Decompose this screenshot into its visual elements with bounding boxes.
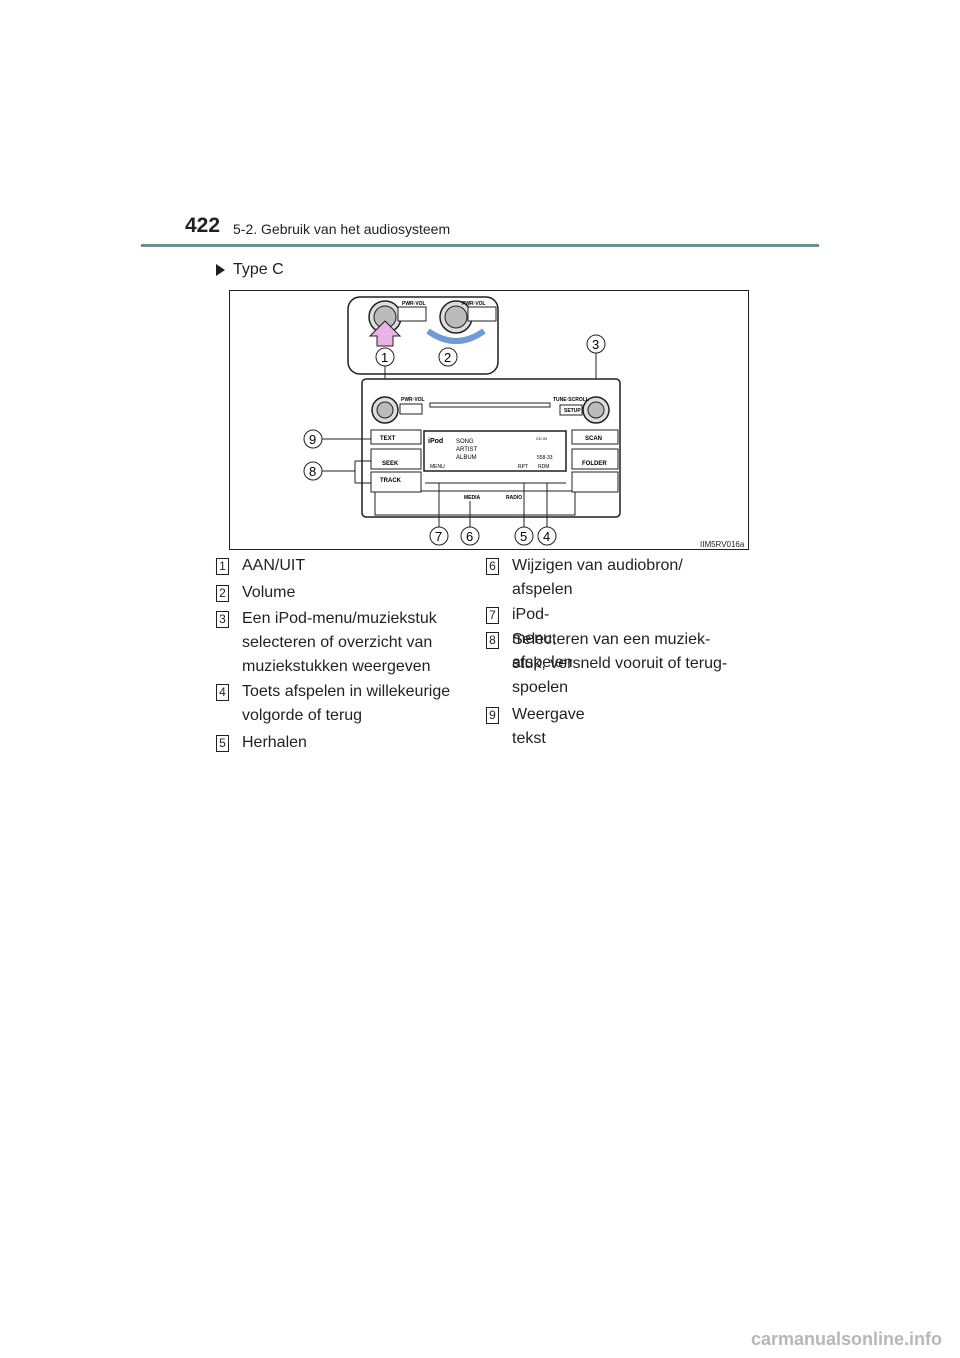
screen-rpt-label: RPT <box>518 464 528 470</box>
legend-text: iPod-menu, afspelen <box>512 606 573 671</box>
legend-number: 2 <box>216 585 229 602</box>
legend-number: 4 <box>216 684 229 701</box>
callout-3: 3 <box>592 337 599 352</box>
legend-text: Volume <box>242 584 296 601</box>
legend-number: 5 <box>216 735 229 752</box>
legend-number: 3 <box>216 611 229 628</box>
legend-text: AAN/UIT <box>242 557 306 574</box>
legend-number: 1 <box>216 558 229 575</box>
rotate-arrow-icon <box>426 328 486 344</box>
page-number: 422 <box>185 214 221 237</box>
press-arrow-icon <box>368 320 402 347</box>
media-button-label: MEDIA <box>464 495 481 501</box>
triangle-bullet-icon <box>216 264 225 276</box>
subheading: Type C <box>216 261 284 279</box>
legend-text: Een iPod-menu/muziekstuk <box>242 610 437 627</box>
seek-button-label: SEEK <box>382 461 399 467</box>
legend-text: volgorde of terug <box>242 707 363 724</box>
screen-cd-in-label: CD IN <box>536 436 547 441</box>
legend-item-3: 3 Een iPod-menu/muziekstuk selecteren of… <box>216 607 476 679</box>
screen-menu-label: MENU <box>430 464 445 470</box>
legend-item-6: 6 Wijzigen van audiobron/ afspelen <box>486 554 746 602</box>
screen-artist-label: ARTIST <box>456 447 478 453</box>
folder-button-label: FOLDER <box>582 461 607 467</box>
legend-text: Selecteren van een muziek- <box>512 631 711 648</box>
legend-number: 7 <box>486 607 499 624</box>
audio-unit-figure: PWR·VOL PWR·VOL 1 2 3 PWR·VOL TUNE·SCROL… <box>229 290 749 550</box>
pwr-vol-label: PWR·VOL <box>401 397 425 403</box>
legend-text: muziekstukken weergeven <box>242 658 431 675</box>
header-rule <box>141 244 819 247</box>
screen-rdm-label: RDM <box>538 464 549 470</box>
legend-item-8: 8 Selecteren van een muziek- stuk, versn… <box>486 628 746 700</box>
callout-6: 6 <box>466 529 473 544</box>
legend-text: Wijzigen van audiobron/ <box>512 557 683 574</box>
callout-8: 8 <box>309 464 316 479</box>
screen-album-label: ALBUM <box>456 455 477 461</box>
legend-text: spoelen <box>512 679 569 696</box>
callout-7: 7 <box>435 529 442 544</box>
screen-ipod-label: iPod <box>428 438 443 445</box>
tune-scroll-label: TUNE·SCROLL <box>553 397 589 403</box>
footer-watermark: carmanualsonline.info <box>750 1329 942 1349</box>
subheading-text: Type C <box>233 261 284 278</box>
callout-4: 4 <box>543 529 550 544</box>
legend-text: selecteren of overzicht van <box>242 634 433 651</box>
legend-text: Herhalen <box>242 734 307 751</box>
inset-pwr-vol-label-1: PWR·VOL <box>402 301 426 307</box>
callout-9: 9 <box>309 432 316 447</box>
callout-2: 2 <box>444 350 451 365</box>
text-button-label: TEXT <box>380 436 396 442</box>
callout-5: 5 <box>520 529 527 544</box>
scan-button-label: SCAN <box>585 436 602 442</box>
legend-number: 9 <box>486 707 499 724</box>
audio-unit-illustration: PWR·VOL PWR·VOL 1 2 3 PWR·VOL TUNE·SCROL… <box>303 296 621 546</box>
inset-pwr-vol-label-2: PWR·VOL <box>462 301 486 307</box>
legend-text: Weergave tekst <box>512 706 585 747</box>
legend-number: 8 <box>486 632 499 649</box>
track-button-label: TRACK <box>380 478 402 484</box>
legend-number: 6 <box>486 558 499 575</box>
legend-text: stuk, versneld vooruit of terug- <box>512 655 728 672</box>
callout-1: 1 <box>381 350 388 365</box>
figure-id: IIM5RV016a <box>700 540 745 549</box>
radio-button-label: RADIO <box>506 495 522 501</box>
legend-text: Toets afspelen in willekeurige <box>242 683 451 700</box>
legend-text: afspelen <box>512 581 573 598</box>
section-title: 5-2. Gebruik van het audiosysteem <box>233 221 451 237</box>
legend-item-4: 4 Toets afspelen in willekeurige volgord… <box>216 680 476 728</box>
screen-song-label: SONG <box>456 439 474 445</box>
screen-time-label: 558-33 <box>537 455 553 461</box>
setup-label: SETUP <box>564 408 581 414</box>
